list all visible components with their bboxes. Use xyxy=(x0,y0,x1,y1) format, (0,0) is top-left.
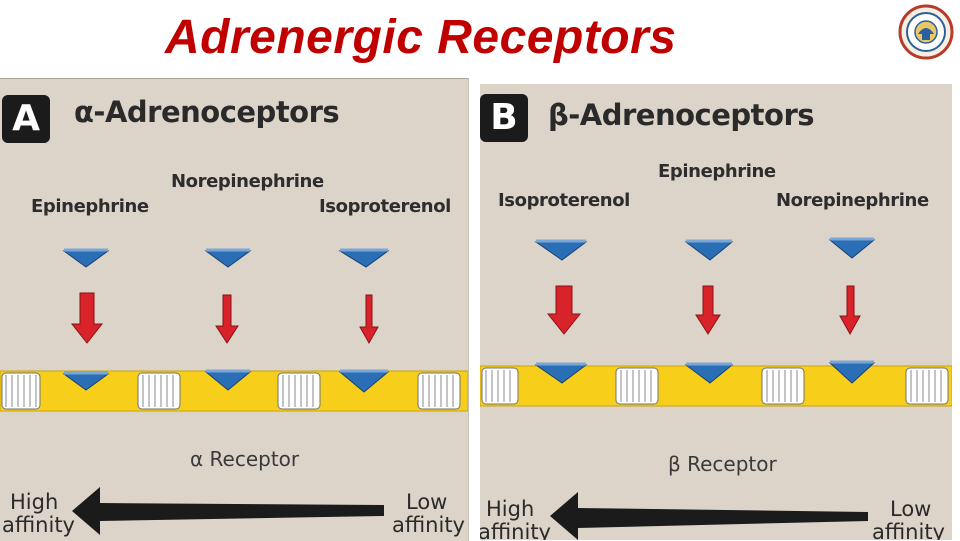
arrow-down-icon xyxy=(70,292,104,344)
panel-a-low-affinity: Low affinity xyxy=(392,490,465,537)
panel-b-high-affinity: High affinity xyxy=(480,497,551,541)
panel-b-badge: B xyxy=(480,94,528,142)
ligand-icon xyxy=(62,250,110,268)
panel-b-drug-1: Isoproterenol xyxy=(498,190,630,211)
affinity-word: affinity xyxy=(392,513,465,537)
affinity-word: affinity xyxy=(480,520,551,541)
panel-b-drug-3: Norepinephrine xyxy=(776,190,929,211)
ligand-icon xyxy=(534,241,588,261)
panel-a-drug-1: Epinephrine xyxy=(31,196,149,217)
affinity-gradient-arrow xyxy=(550,492,868,540)
panel-b-free-ligands xyxy=(534,237,876,261)
alpha-adrenoceptors-panel: A α-Adrenoceptors Epinephrine Norepineph… xyxy=(0,78,469,541)
ligand-icon xyxy=(684,241,734,261)
panel-a-binding-arrows xyxy=(70,292,379,345)
panel-a-badge: A xyxy=(2,95,50,143)
arrow-down-icon xyxy=(695,285,721,335)
low-word: Low xyxy=(890,497,932,521)
high-word: High xyxy=(486,497,535,521)
ligand-icon xyxy=(828,239,876,259)
panel-a-free-ligands xyxy=(62,248,390,268)
panel-a-drug-3: Isoproterenol xyxy=(319,196,451,217)
beta-adrenoceptors-panel: B β-Adrenoceptors Isoproterenol Epinephr… xyxy=(480,84,952,540)
panel-b-drug-2: Epinephrine xyxy=(658,161,776,182)
panel-a-drug-2: Norepinephrine xyxy=(171,171,324,192)
panel-b-title: β-Adrenoceptors xyxy=(548,98,815,132)
panel-a-receptor-label: α Receptor xyxy=(190,447,300,471)
panel-b-binding-arrows xyxy=(546,285,861,336)
panel-a-title: α-Adrenoceptors xyxy=(74,95,340,129)
high-word: High xyxy=(10,490,59,514)
panel-b-diagram xyxy=(480,237,952,540)
arrow-down-icon xyxy=(359,294,379,345)
panel-b-receptor-label: β Receptor xyxy=(668,452,777,476)
affinity-word: affinity xyxy=(2,513,75,537)
panel-a-membrane xyxy=(0,369,468,412)
arrow-down-icon xyxy=(546,285,582,335)
affinity-word: affinity xyxy=(872,520,945,541)
ligand-icon xyxy=(338,250,390,268)
low-word: Low xyxy=(406,490,448,514)
panel-b-low-affinity: Low affinity xyxy=(872,497,945,541)
panel-b-membrane xyxy=(480,360,952,407)
university-seal-icon xyxy=(898,4,954,60)
slide-title: Adrenergic Receptors xyxy=(165,11,677,64)
affinity-gradient-arrow xyxy=(72,487,384,535)
panel-a-diagram xyxy=(0,248,468,535)
arrow-down-icon xyxy=(839,285,861,336)
panel-a-high-affinity: High affinity xyxy=(2,490,75,537)
ligand-icon xyxy=(204,250,252,268)
arrow-down-icon xyxy=(215,294,239,344)
